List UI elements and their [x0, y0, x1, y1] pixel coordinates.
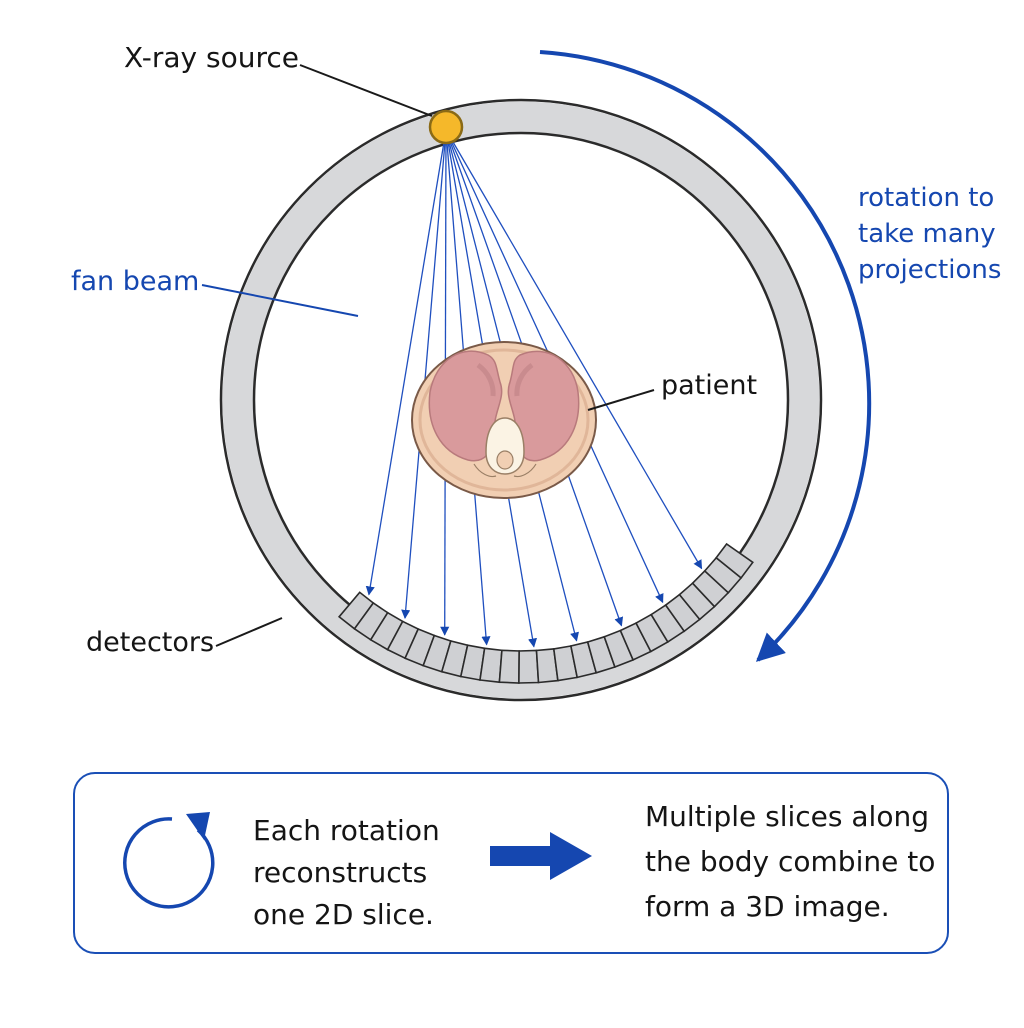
slice-description-line: one 2D slice. [253, 898, 434, 931]
detectors-callout [215, 617, 283, 647]
patient-cross-section [411, 341, 597, 499]
detector-cell [479, 647, 503, 684]
fan-beam-ray [401, 129, 447, 620]
patient-callout [587, 389, 655, 411]
fan-beam-ray [365, 129, 447, 596]
spine [485, 417, 525, 475]
detectors-label: detectors [86, 627, 215, 658]
fan-beam-ray [445, 129, 703, 570]
right-arrow-icon [490, 832, 592, 880]
volume-description-line: form a 3D image. [645, 890, 890, 923]
slice-description: Each rotation reconstructs one 2D slice. [253, 810, 440, 936]
rotation-label-line: projections [858, 255, 1002, 285]
volume-description-line: Multiple slices along [645, 800, 929, 833]
rotation-arrow-icon [539, 50, 872, 662]
volume-description-line: the body combine to [645, 845, 936, 878]
slice-description-line: Each rotation [253, 814, 440, 847]
detector-array [337, 542, 754, 684]
slice-description-line: reconstructs [253, 856, 428, 889]
patient-label: patient [661, 370, 758, 401]
rotation-label-line: take many [858, 219, 996, 249]
detector-cell [518, 649, 540, 684]
left-lung [428, 350, 503, 462]
detector-cell [498, 649, 521, 684]
detector-cell [715, 542, 754, 580]
summary-box: Each rotation reconstructs one 2D slice.… [73, 772, 949, 954]
right-lung [507, 350, 580, 462]
rotation-label-line: rotation to [858, 183, 995, 213]
xray-source-icon [428, 109, 464, 145]
xray-source-label: X-ray source [124, 41, 300, 74]
rotation-cycle-icon [123, 812, 215, 909]
rotation-label: rotation to take many projections [858, 180, 1001, 288]
fan-beam-callout [201, 284, 359, 317]
fan-beam-label: fan beam [71, 266, 200, 297]
volume-description: Multiple slices along the body combine t… [645, 794, 935, 929]
xray-source-callout [299, 64, 433, 117]
